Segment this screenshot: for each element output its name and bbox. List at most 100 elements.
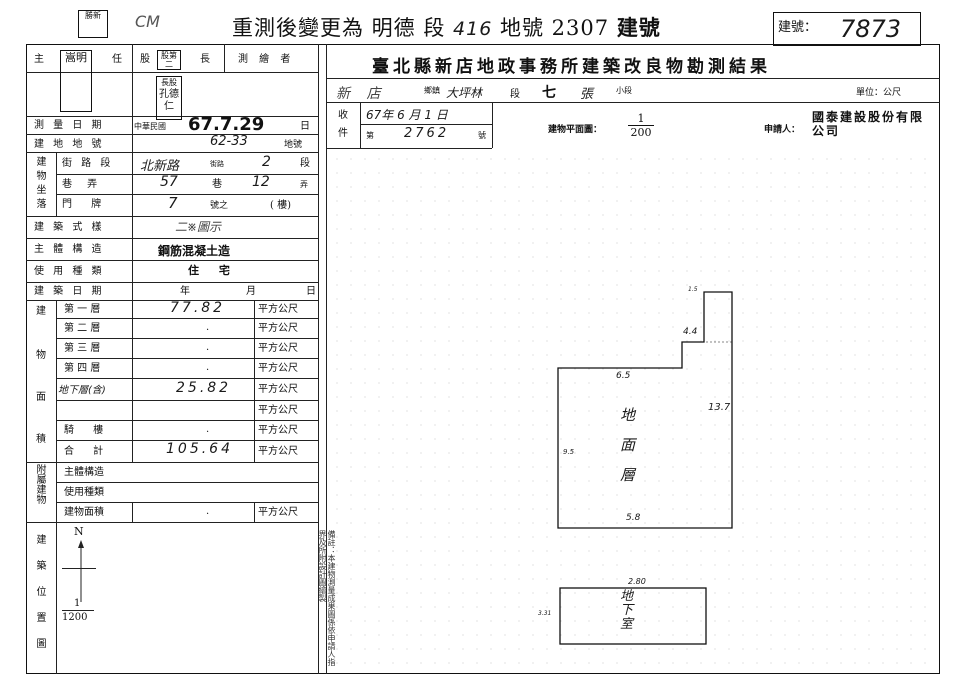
divider-main-2	[326, 44, 327, 674]
build-no-box: 建號： 7873	[773, 12, 921, 46]
applicant-label: 申請人：	[764, 125, 801, 135]
basement-dim-top: 2.80	[628, 577, 646, 586]
divider-main	[318, 44, 319, 674]
floor-1-unit: 平方公尺	[258, 304, 298, 315]
plan-scale-den: 200	[630, 126, 652, 139]
area-side-4: 積	[36, 434, 46, 445]
building-plan	[520, 282, 760, 652]
dim-top: 1.5	[688, 286, 698, 293]
floor-4-label: 第 四 層	[64, 363, 101, 374]
area-side-1: 建	[36, 306, 46, 317]
floor-5-unit: 平方公尺	[258, 384, 298, 395]
arcade-label: 騎 樓	[64, 425, 112, 436]
style-value: 二※圖示	[175, 220, 222, 234]
lane-suffix: 弄	[300, 180, 308, 189]
north-cross	[62, 568, 96, 569]
form-title: 臺北縣新店地政事務所建築改良物勘測結果	[372, 57, 771, 77]
location-row: 新 店 鄉鎮 大坪林 段 七 張 小段 單位：公尺	[336, 82, 936, 102]
survey-date-prefix: 中華民國	[134, 122, 166, 131]
left-seal: 嵩明	[60, 50, 92, 112]
area-side-3: 面	[36, 392, 46, 403]
floor-5-value: 25.82	[176, 380, 232, 396]
applicant-name: 國泰建設股份有限公司	[812, 110, 925, 138]
chief-label-zhu: 主	[34, 54, 44, 65]
plan-scale-fraction: 1 200	[628, 112, 654, 139]
annex-structure-label: 主體構造	[64, 467, 104, 478]
land-no-label: 建 地 地 號	[34, 139, 105, 150]
chief-stamp-name: 孔德仁	[159, 89, 179, 112]
location-side-label: 建築位置圖	[34, 534, 45, 664]
dim-notch: 4.4	[683, 327, 698, 337]
basement-label: 地下室	[620, 589, 634, 632]
location-scale-num: 1	[74, 598, 81, 609]
floor-2-unit: 平方公尺	[258, 323, 298, 334]
arcade-value: .	[206, 424, 210, 435]
area-side-2: 物	[36, 350, 46, 361]
section-chief-stamp: 股第二	[157, 50, 181, 70]
land-no-value: 62-33	[210, 134, 248, 149]
street-sec: 2	[262, 154, 271, 170]
title-prefix: 重測後變更為 明德 段	[232, 16, 446, 40]
annex-area-label: 建物面積	[64, 507, 104, 518]
receipt-no-prefix: 第	[366, 131, 374, 140]
survey-date-suffix: 日	[300, 121, 310, 132]
street-label: 街 路 段	[62, 158, 114, 169]
title-suffix: 建號	[616, 15, 661, 40]
build-date-y: 年	[180, 286, 190, 297]
floor-4-unit: 平方公尺	[258, 363, 298, 374]
receipt-no-suffix: 號	[478, 131, 486, 140]
chang-label: 長	[200, 54, 210, 65]
town-suffix: 鄉鎮	[424, 86, 440, 95]
floor-5-label: 地下層(含)	[58, 385, 106, 396]
north-arrow	[77, 540, 85, 608]
door-suffix: ( 樓)	[270, 200, 291, 211]
arcade-unit: 平方公尺	[258, 425, 298, 436]
left-seal-name: 嵩明	[65, 51, 87, 64]
dim-width: 6.5	[616, 371, 631, 381]
dim-bottom: 5.8	[626, 513, 641, 523]
section-label: 段	[510, 89, 520, 100]
total-label: 合 計	[64, 446, 112, 457]
floor-6-unit: 平方公尺	[258, 405, 298, 416]
header-title: 重測後變更為 明德 段 416 地號 2307 建號	[232, 12, 661, 42]
floor-3-unit: 平方公尺	[258, 343, 298, 354]
floor-1-label: 第 一 層	[64, 304, 101, 315]
annex-usage-label: 使用種類	[64, 487, 104, 498]
lane-alley: 12	[252, 174, 270, 190]
floor-3-value: .	[206, 342, 210, 353]
annex-side-label: 附屬建物	[34, 464, 45, 504]
street-suffix: 段	[300, 158, 310, 169]
receipt-date: 67年 6 月 1 日	[366, 108, 448, 122]
build-date-label: 建 築 日 期	[34, 286, 105, 297]
street-mid: 街路	[210, 160, 224, 168]
chief-label-ren: 任	[112, 54, 122, 65]
annex-area-unit: 平方公尺	[258, 507, 298, 518]
door-label: 門 牌	[62, 199, 110, 210]
section-chief-stamp-text: 股第二	[161, 51, 177, 69]
corner-stamp-text: 勝新	[85, 11, 101, 20]
floor-2-value: .	[206, 322, 210, 333]
usage-label: 使 用 種 類	[34, 266, 105, 277]
lane-mid: 巷	[212, 179, 222, 190]
plan-scale-num: 1	[628, 112, 654, 126]
section-value: 七	[542, 85, 556, 101]
title-middle: 地號 2307	[500, 16, 610, 40]
corner-mark: CM	[135, 12, 160, 31]
north-letter: N	[74, 525, 84, 538]
section-chief-label: 股	[140, 54, 150, 65]
total-value: 105.64	[166, 441, 233, 457]
door-mid: 號之	[210, 201, 229, 211]
dim-right: 13.7	[708, 402, 731, 413]
floor-3-label: 第 三 層	[64, 343, 101, 354]
chief-stamp: 長股 孔德仁	[156, 76, 182, 120]
town-value: 新 店	[336, 86, 387, 102]
floor-1-value: 77.82	[170, 300, 226, 316]
plan-scale-label: 建物平面圖：	[548, 125, 603, 135]
surveyor-label: 測 繪 者	[238, 54, 295, 65]
survey-date-value: 67.7.29	[188, 114, 265, 135]
title-hand-number: 416	[453, 18, 493, 40]
receipt-label-1: 收	[338, 110, 348, 121]
receipt-label-2: 件	[338, 128, 348, 139]
basement-dim-left: 3.31	[538, 610, 552, 617]
subsection-suffix: 小段	[616, 86, 632, 95]
